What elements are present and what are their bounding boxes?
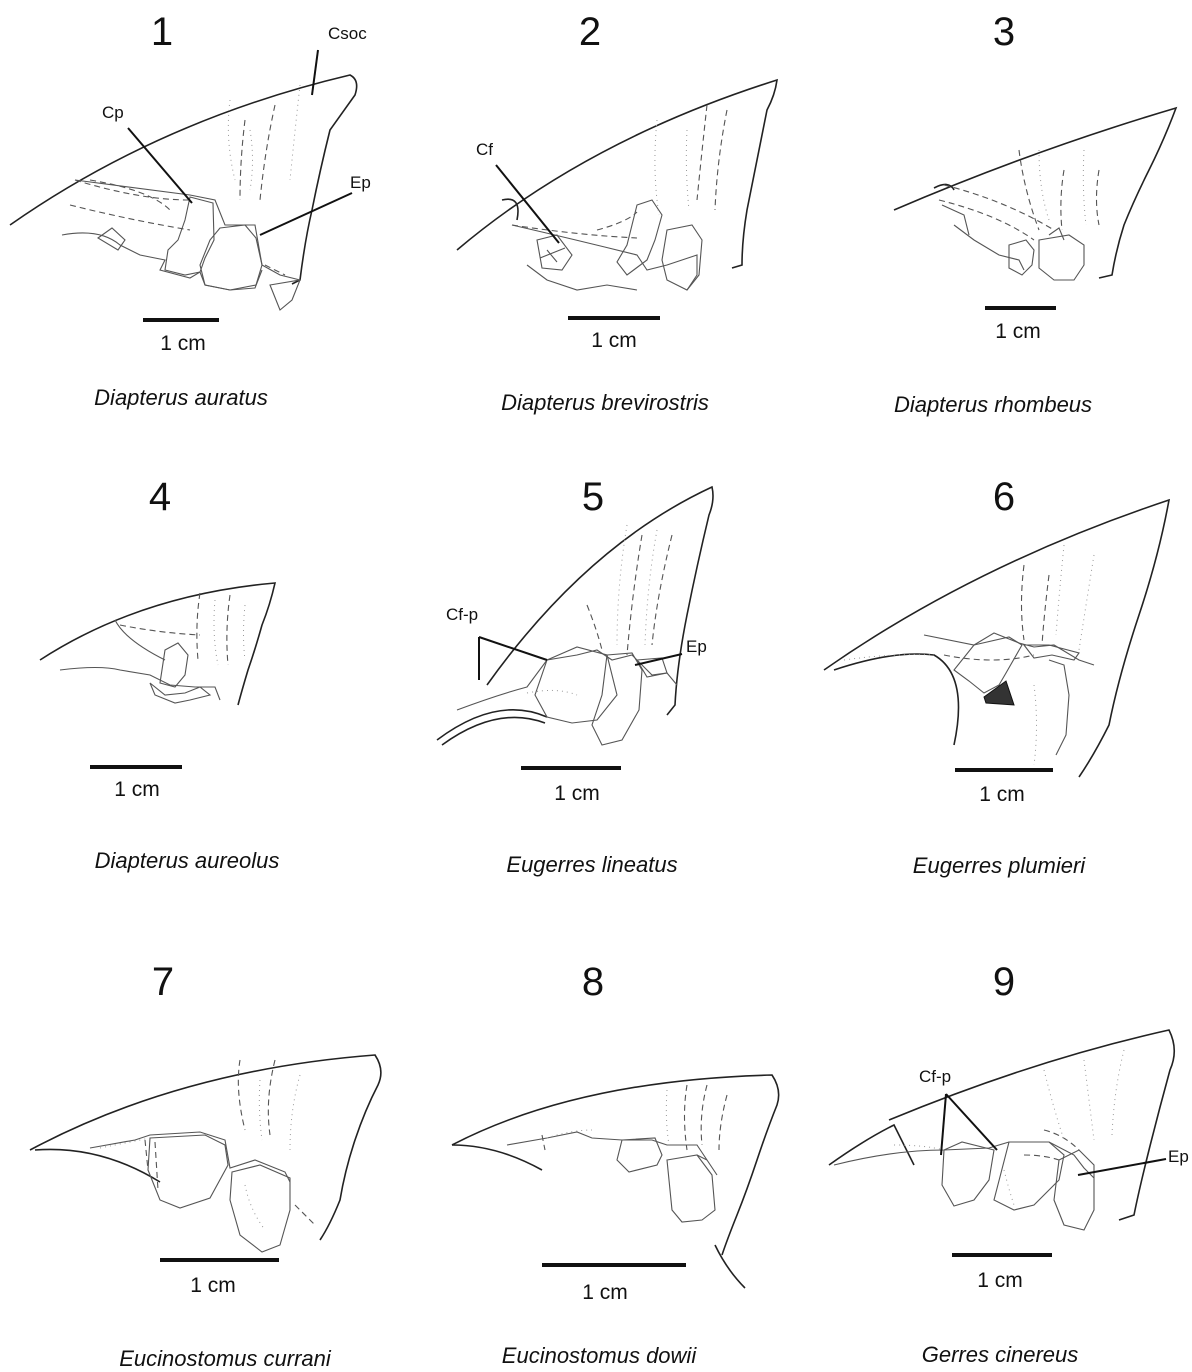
label-ep: Ep bbox=[1168, 1147, 1189, 1167]
skull-drawing bbox=[794, 455, 1191, 910]
scale-bar-label: 1 cm bbox=[545, 1281, 665, 1305]
species-name: Gerres cinereus bbox=[810, 1342, 1190, 1368]
label-ep: Ep bbox=[350, 173, 371, 193]
species-name: Eugerres plumieri bbox=[809, 853, 1189, 879]
label-ep: Ep bbox=[686, 637, 707, 657]
figure-panel-8: 8 1 cm Eucinostomus dowii bbox=[397, 910, 794, 1365]
species-name: Diapterus brevirostris bbox=[415, 390, 795, 416]
scale-bar-label: 1 cm bbox=[940, 1269, 1060, 1293]
scale-bar-label: 1 cm bbox=[517, 782, 637, 806]
figure-panel-3: 3 1 cm Diapterus rhombeus bbox=[794, 0, 1191, 455]
figure-panel-4: 4 1 cm Diapterus aureolus bbox=[0, 455, 397, 910]
species-name: Diapterus rhombeus bbox=[803, 392, 1183, 418]
figure-panel-5: 5 Cf-p Ep 1 cm Eugerres lineatus bbox=[397, 455, 794, 910]
scale-bar-label: 1 cm bbox=[942, 783, 1062, 807]
species-name: Diapterus auratus bbox=[0, 385, 371, 411]
label-csoc: Csoc bbox=[328, 24, 367, 44]
scale-bar-label: 1 cm bbox=[153, 1274, 273, 1298]
species-name: Eucinostomus dowii bbox=[409, 1343, 789, 1369]
skull-drawing bbox=[397, 0, 794, 455]
label-cf-p: Cf-p bbox=[919, 1067, 951, 1087]
figure-panel-9: 9 Cf-p Ep 1 cm Gerres cinereus bbox=[794, 910, 1191, 1365]
skull-drawing bbox=[794, 910, 1191, 1365]
scale-bar-label: 1 cm bbox=[554, 329, 674, 353]
scale-bar-label: 1 cm bbox=[958, 320, 1078, 344]
skull-drawing bbox=[794, 0, 1191, 455]
scale-bar-label: 1 cm bbox=[77, 778, 197, 802]
figure-panel-6: 6 1 cm Eugerres plumieri bbox=[794, 455, 1191, 910]
figure-panel-1: 1 Csoc Cp Ep 1 cm Diapterus auratus bbox=[0, 0, 397, 455]
figure-panel-7: 7 1 cm Eucinostomus currani bbox=[0, 910, 397, 1365]
skull-drawing bbox=[397, 455, 794, 910]
species-name: Diapterus aureolus bbox=[0, 848, 377, 874]
label-cf: Cf bbox=[476, 140, 493, 160]
label-cf-p: Cf-p bbox=[446, 605, 478, 625]
figure-panel-2: 2 Cf 1 cm Diapterus brevirostris bbox=[397, 0, 794, 455]
species-name: Eugerres lineatus bbox=[402, 852, 782, 878]
species-name: Eucinostomus currani bbox=[35, 1346, 415, 1372]
skull-drawing bbox=[0, 455, 397, 910]
scale-bar-label: 1 cm bbox=[123, 332, 243, 356]
label-cp: Cp bbox=[102, 103, 124, 123]
